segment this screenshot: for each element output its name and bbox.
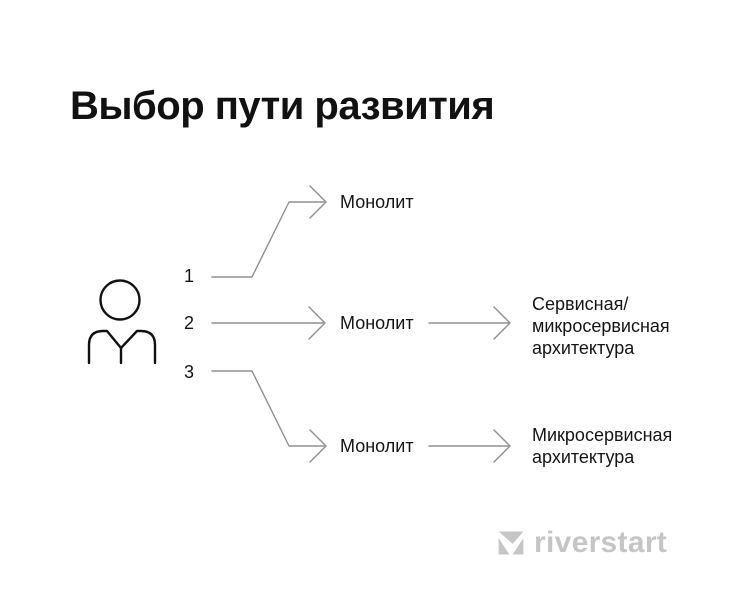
node-microservice-architecture-line-1: Микросервисная xyxy=(532,425,673,445)
riverstart-logo-text: riverstart xyxy=(534,526,668,559)
riverstart-logo-icon xyxy=(498,531,524,555)
logo-triangle-bottom-left xyxy=(498,538,510,555)
arrowhead-path-1 xyxy=(309,185,327,219)
connector-path-3 xyxy=(211,370,325,447)
node-service-architecture-line-1: Сервисная/ xyxy=(532,294,629,314)
person-icon xyxy=(87,279,157,365)
option-number-3: 3 xyxy=(183,362,194,382)
arrowhead-path-2 xyxy=(308,306,326,340)
node-monolith-3: Монолит xyxy=(340,436,414,456)
node-monolith-2: Монолит xyxy=(340,313,414,333)
node-service-architecture-line-2: микросервисная xyxy=(532,316,670,336)
node-microservice-architecture: Микросервисная архитектура xyxy=(532,424,672,468)
arrowhead-path-3 xyxy=(309,429,327,463)
arrowhead-path-3b xyxy=(493,429,511,463)
node-service-architecture: Сервисная/ микросервисная архитектура xyxy=(532,293,670,359)
option-number-1: 1 xyxy=(183,266,194,286)
option-number-2: 2 xyxy=(183,313,194,333)
riverstart-logo: riverstart xyxy=(497,528,667,558)
page-title: Выбор пути развития xyxy=(70,84,495,128)
node-service-architecture-line-3: архитектура xyxy=(532,338,635,358)
person-head xyxy=(99,279,141,321)
arrowhead-path-2b xyxy=(493,306,511,340)
logo-triangle-bottom-right xyxy=(512,538,524,555)
node-monolith-1: Монолит xyxy=(340,192,414,212)
logo-triangle-top xyxy=(498,531,524,544)
connector-path-1 xyxy=(211,201,325,278)
node-microservice-architecture-line-2: архитектура xyxy=(532,447,635,467)
